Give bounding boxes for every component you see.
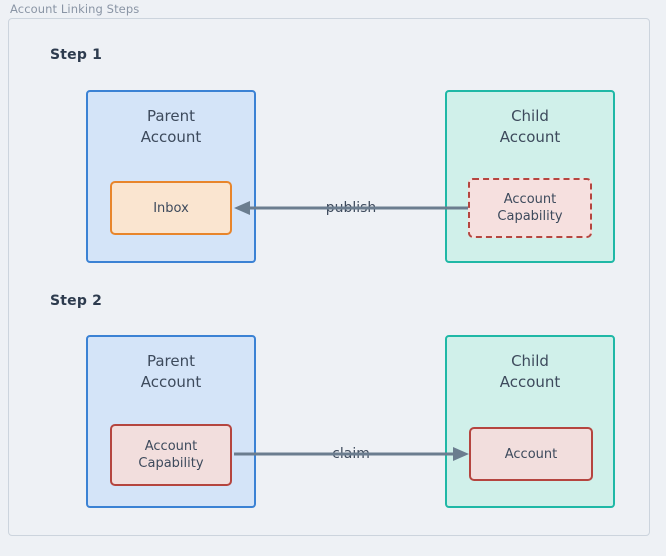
step-1-parent-account-box[interactable]: Parent Account xyxy=(86,90,256,263)
step-1-child-account-title: Child Account xyxy=(499,107,561,146)
step-2-label: Step 2 xyxy=(50,293,103,309)
step-2-account-box[interactable]: Account xyxy=(469,427,593,481)
step-2-edge-label-claim: claim xyxy=(327,446,375,462)
step-1-parent-account-title: Parent Account xyxy=(140,107,202,146)
step-2-child-account-title: Child Account xyxy=(499,352,561,391)
step-1-account-capability-box[interactable]: Account Capability xyxy=(468,178,592,238)
step-2-child-account-box[interactable]: Child Account xyxy=(445,335,615,508)
step-1-label: Step 1 xyxy=(50,47,103,63)
diagram-frame-title: Account Linking Steps xyxy=(10,2,140,16)
step-1-inbox-box[interactable]: Inbox xyxy=(110,181,232,235)
step-1-edge-label-publish: publish xyxy=(320,200,382,216)
step-2-parent-account-title: Parent Account xyxy=(140,352,202,391)
step-2-account-capability-box[interactable]: Account Capability xyxy=(110,424,232,486)
